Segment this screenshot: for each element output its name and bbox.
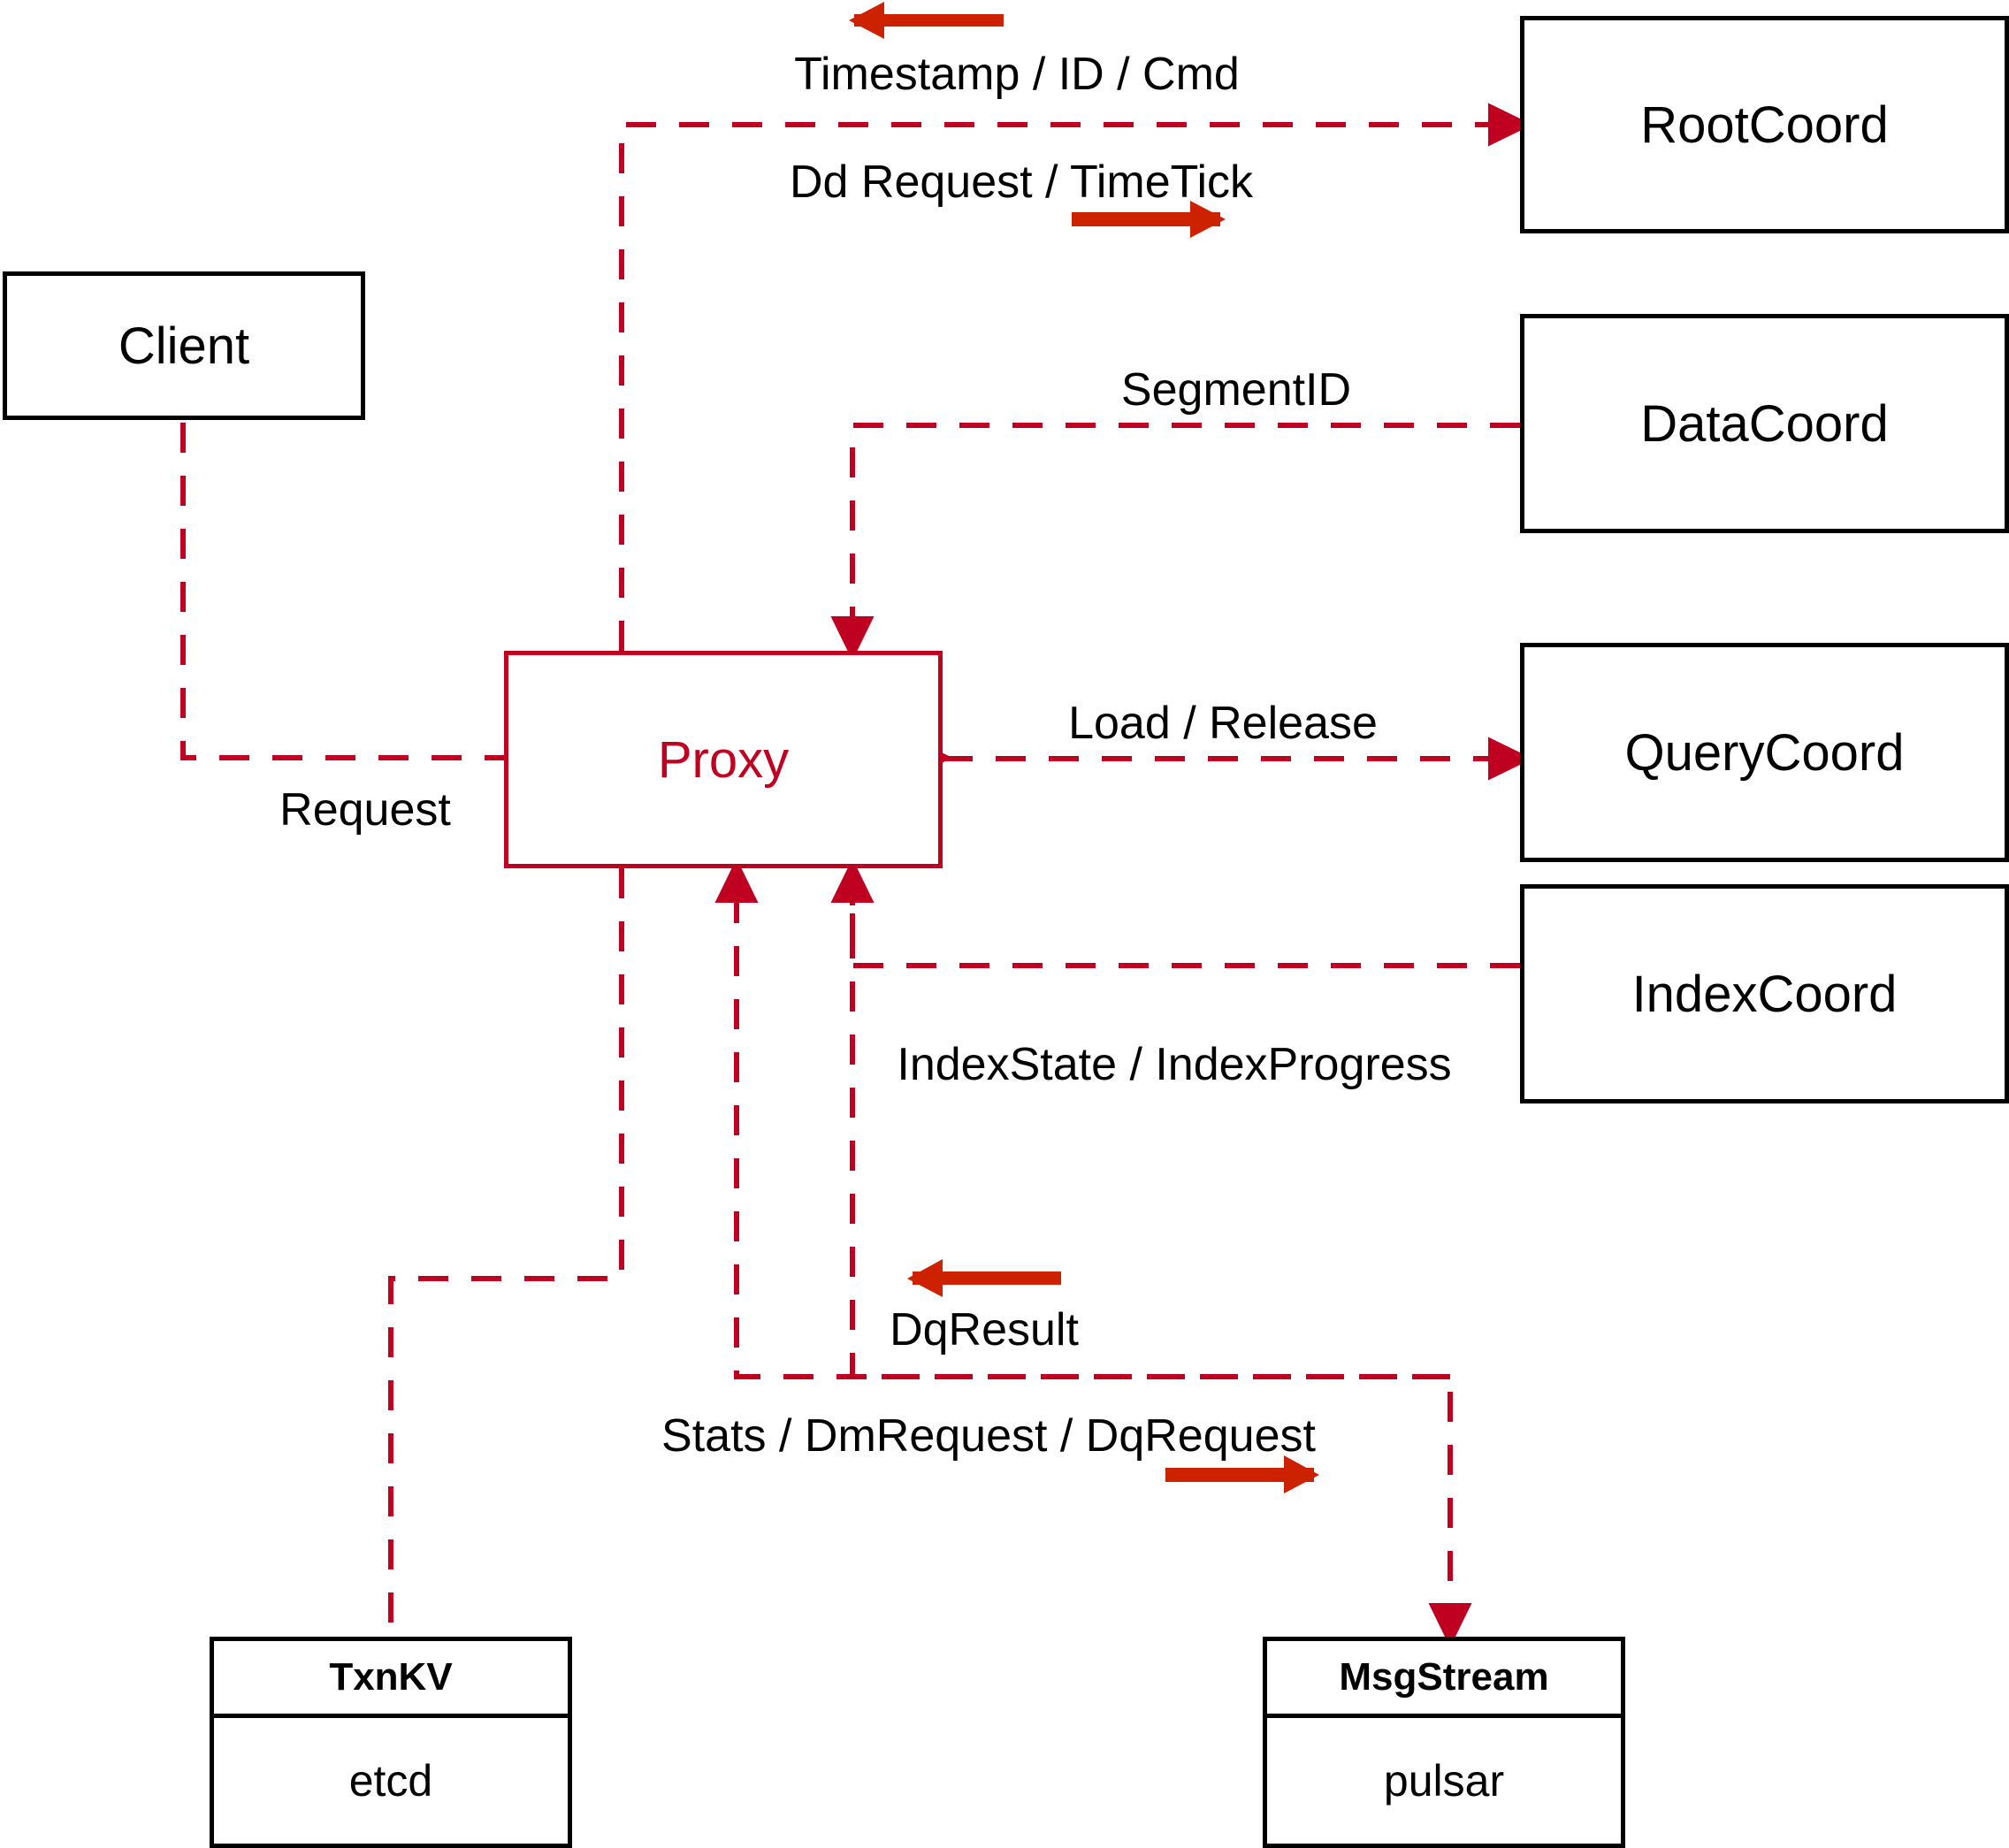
edge-label-stats-dm-dq-request: Stats / DmRequest / DqRequest (661, 1410, 1316, 1462)
direction-arrow-timestamp-id-cmd (849, 2, 1004, 39)
edge-proxy-to-txnkv (388, 868, 624, 1637)
node-client-label: Client (118, 317, 250, 375)
direction-arrow-dd-request-timetick (1072, 201, 1226, 238)
node-rootcoord[interactable]: RootCoord (1520, 16, 2009, 233)
edge-label-timestamp-id-cmd: Timestamp / ID / Cmd (794, 49, 1240, 100)
node-client[interactable]: Client (3, 271, 365, 420)
node-indexcoord-label: IndexCoord (1631, 965, 1898, 1023)
node-datacoord-label: DataCoord (1640, 394, 1889, 453)
node-proxy[interactable]: Proxy (504, 651, 943, 868)
direction-arrow-stats-dm-dq-request (1165, 1455, 1319, 1493)
edge-msgstream-to-proxy (714, 858, 1450, 1379)
node-msgstream-title: MsgStream (1267, 1641, 1621, 1718)
node-txnkv-title: TxnKV (214, 1641, 568, 1718)
node-msgstream-impl: pulsar (1383, 1756, 1505, 1806)
edge-label-request: Request (279, 784, 451, 836)
edge-proxy-to-msgstream (850, 875, 1472, 1648)
node-txnkv-impl: etcd (348, 1756, 433, 1806)
direction-arrow-dq-result (907, 1259, 1061, 1297)
edge-label-dq-result: DqResult (890, 1304, 1079, 1355)
node-querycoord-label: QueryCoord (1624, 723, 1905, 782)
edge-label-dd-request-timetick: Dd Request / TimeTick (789, 157, 1254, 208)
node-datacoord[interactable]: DataCoord (1520, 314, 2009, 533)
edge-label-index-state-progress: IndexState / IndexProgress (897, 1039, 1452, 1090)
node-proxy-label: Proxy (657, 730, 790, 789)
node-querycoord[interactable]: QueryCoord (1520, 643, 2009, 862)
edge-datacoord-to-proxy (830, 423, 1520, 661)
edge-client-to-proxy (180, 423, 953, 780)
node-txnkv[interactable]: TxnKV etcd (210, 1637, 572, 1848)
node-indexcoord[interactable]: IndexCoord (1520, 884, 2009, 1103)
node-rootcoord-label: RootCoord (1640, 95, 1889, 154)
edge-label-segment-id: SegmentID (1120, 364, 1352, 416)
node-msgstream[interactable]: MsgStream pulsar (1263, 1637, 1625, 1848)
edge-proxy-to-rootcoord (619, 103, 1533, 651)
edge-label-load-release: Load / Release (1068, 698, 1378, 749)
edge-indexcoord-to-proxy (830, 858, 1520, 968)
